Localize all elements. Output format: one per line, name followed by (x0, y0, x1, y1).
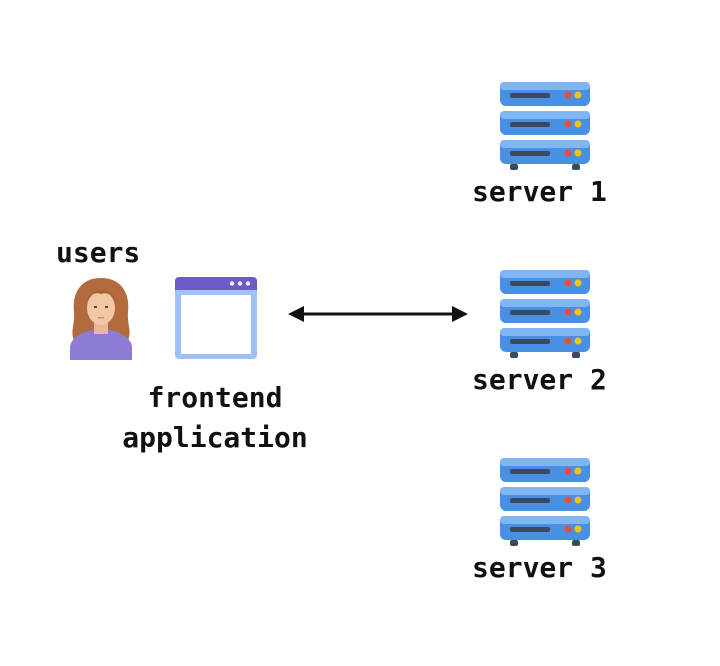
frontend-label-line-2: application (122, 421, 308, 454)
server-2-label: server 2 (472, 363, 607, 396)
server-3-label: server 3 (472, 551, 607, 584)
users-label: users (56, 236, 141, 269)
server-2-icon (500, 270, 590, 358)
user-icon (70, 278, 132, 360)
browser-window-icon (175, 277, 257, 359)
frontend-label-line-1: frontend (147, 381, 283, 414)
server-3-icon (500, 458, 590, 546)
server-1-icon (500, 82, 590, 170)
server-1-label: server 1 (472, 175, 607, 208)
frontend-application-label: frontend application (110, 378, 320, 458)
bidirectional-arrow (288, 306, 468, 322)
